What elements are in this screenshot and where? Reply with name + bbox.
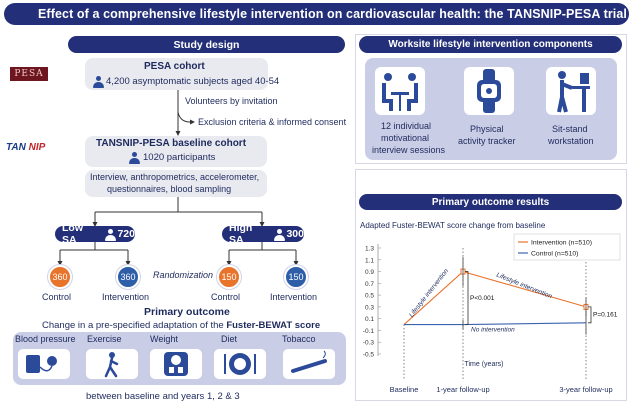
volunteers-text: Volunteers by invitation [185, 96, 278, 106]
chart-title: Adapted Fuster-BEWAT score change from b… [360, 221, 546, 230]
arm-label-high-control: Control [211, 292, 241, 302]
baseline-cohort-title: TANSNIP-PESA baseline cohort [96, 138, 247, 149]
primary-outcome-desc-a: Change in a pre-specified adaptation of … [42, 320, 227, 331]
arm-circle-high-control: 150 [217, 265, 241, 289]
outcome-label-blood-pressure: Blood pressure [15, 334, 76, 344]
pesa-cohort-title: PESA cohort [144, 61, 205, 72]
component-1-line2: motivational [381, 133, 430, 143]
p-bracket [588, 306, 592, 324]
component-3-line2: workstation [548, 136, 594, 146]
primary-outcome-desc-b: Fuster-BEWAT score [226, 320, 321, 331]
outcome-label-weight: Weight [150, 334, 178, 344]
p-value-1y: P<0.001 [470, 295, 495, 302]
exercise-icon [86, 349, 138, 379]
y-tick-label: 0.7 [365, 281, 374, 288]
between-text: between baseline and years 1, 2 & 3 [86, 391, 240, 402]
component-3-line1: Sit-stand [552, 124, 588, 134]
arm-label-high-intervention: Intervention [270, 292, 318, 302]
weight-scale-icon [150, 349, 202, 379]
person-icon [104, 229, 116, 241]
results-chart: 1.3 1.1 0.9 0.7 0.5 0.3 0.1 -0.1 -0.3 -0.5Baselin… [363, 233, 621, 394]
legend-box [513, 233, 621, 261]
low-sa-count: 720 [117, 228, 135, 240]
person-icon [129, 152, 140, 164]
blood-pressure-icon [18, 349, 70, 379]
measures-box [85, 170, 267, 197]
activity-tracker-icon [464, 67, 514, 115]
tansnip-logo-b: NIP [28, 142, 46, 153]
main-title: Effect of a comprehensive lifestyle inte… [4, 3, 629, 25]
outcome-label-diet: Diet [221, 334, 238, 344]
arm-circle-low-control: 360 [48, 265, 72, 289]
measures-line2: questionnaires, blood sampling [107, 184, 232, 194]
y-tick-label: 0.5 [365, 293, 374, 300]
component-2-line1: Physical [470, 124, 504, 134]
x-category-label: Baseline [390, 385, 419, 394]
legend-label: Intervention (n=510) [531, 240, 592, 247]
person-icon [93, 76, 104, 88]
y-tick-label: 0.9 [365, 269, 374, 276]
results-label: Primary outcome results [359, 194, 622, 210]
study-design-label: Study design [68, 36, 345, 53]
low-sa-label: Low SA [62, 222, 83, 246]
intervention-series-line [403, 270, 587, 325]
high-sa-count: 300 [286, 228, 304, 240]
components-label: Worksite lifestyle intervention componen… [359, 36, 622, 53]
y-tick-label: -0.1 [363, 328, 375, 335]
arm-circle-low-intervention: 360 [116, 265, 140, 289]
exclusion-text: Exclusion criteria & informed consent [198, 117, 347, 127]
diet-plate-icon [214, 349, 266, 379]
baseline-cohort-desc: 1020 participants [143, 152, 216, 163]
x-category-label: 1-year follow-up [436, 385, 489, 394]
p-bracket [465, 271, 469, 325]
component-2-line2: activity tracker [458, 136, 516, 146]
high-sa-label: High SA [229, 222, 253, 246]
pesa-cohort-box [85, 58, 268, 90]
pesa-cohort-desc: 4,200 asymptomatic subjects aged 40-54 [106, 76, 280, 87]
y-tick-label: 0.1 [365, 316, 374, 323]
tansnip-logo-a: TAN [6, 142, 26, 153]
component-1-line1: 12 individual [381, 121, 432, 131]
lifestyle-intervention-label: Lifestyle intervention [408, 267, 450, 318]
outcome-label-exercise: Exercise [87, 334, 122, 344]
interview-sessions-icon [375, 67, 425, 115]
tansnip-logo: TAN NIP [6, 142, 45, 153]
p-value-3y: P=0.161 [593, 312, 618, 319]
y-tick-label: -0.5 [363, 352, 375, 359]
primary-outcome-title: Primary outcome [144, 306, 230, 318]
y-tick-label: 1.1 [365, 257, 374, 264]
low-sa-pill: Low SA 720 [55, 222, 135, 246]
outcome-label-tobacco: Tobacco [282, 334, 316, 344]
control-series-line [404, 322, 587, 326]
components-panel [355, 34, 627, 164]
y-tick-label: 1.3 [365, 246, 374, 253]
y-tick-label: -0.3 [363, 340, 375, 347]
primary-outcome-desc: Change in a pre-specified adaptation of … [42, 320, 320, 331]
pesa-logo: PESA [10, 67, 48, 81]
x-axis-label: Time (years) [464, 361, 503, 368]
no-intervention-label: No intervention [471, 327, 515, 334]
tobacco-icon [283, 349, 335, 379]
randomization-label: Randomization [153, 270, 214, 280]
sit-stand-workstation-icon [546, 67, 596, 115]
baseline-cohort-box [85, 136, 267, 167]
y-tick-label: 0.3 [365, 304, 374, 311]
component-1-line3: interview sessions [372, 145, 446, 155]
x-category-label: 3-year follow-up [559, 385, 612, 394]
arm-circle-high-intervention: 150 [284, 265, 308, 289]
high-sa-pill: High SA 300 [222, 222, 304, 246]
results-panel [355, 169, 627, 401]
arm-label-low-intervention: Intervention [102, 292, 150, 302]
legend-label: Control (n=510) [531, 251, 578, 258]
person-icon [273, 229, 285, 241]
arm-label-low-control: Control [42, 292, 72, 302]
lifestyle-intervention-label: Lifestyle intervention [495, 272, 553, 301]
measures-line1: Interview, anthropometrics, acceleromete… [90, 172, 260, 182]
